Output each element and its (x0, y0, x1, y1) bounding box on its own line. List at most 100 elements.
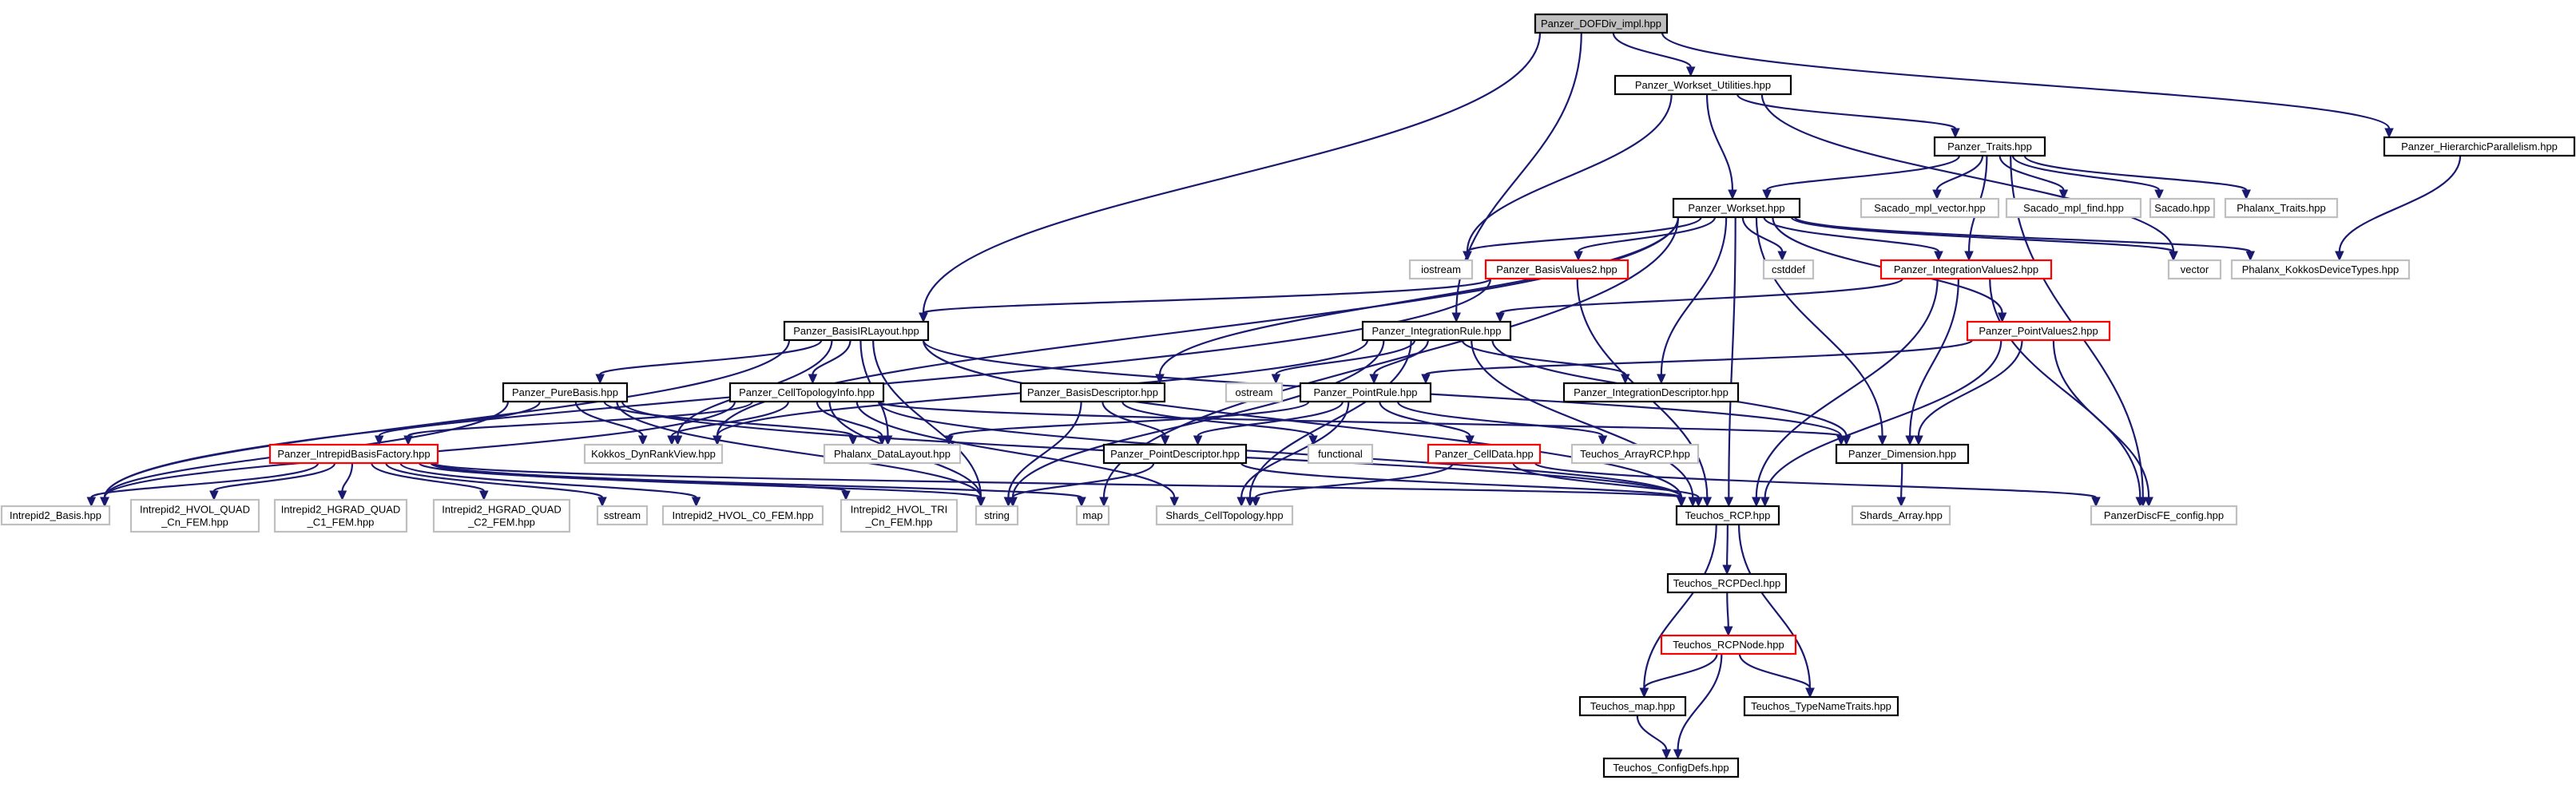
node-intrepid2-hvol-quad-cn-fem-hpp[interactable]: Intrepid2_HVOL_QUAD_Cn_FEM.hpp (129, 498, 260, 533)
node-phalanx-traits-hpp[interactable]: Phalanx_Traits.hpp (2224, 197, 2339, 219)
node-teuchos-rcp-hpp[interactable]: Teuchos_RCP.hpp (1675, 505, 1780, 526)
node-box[interactable] (2383, 136, 2576, 157)
node-teuchos-map-hpp[interactable]: Teuchos_map.hpp (1578, 695, 1687, 717)
node-box[interactable] (273, 498, 408, 533)
node-string[interactable]: string (974, 505, 1019, 526)
node-box[interactable] (129, 498, 260, 533)
node-functional[interactable]: functional (1307, 443, 1374, 465)
node-panzer-hierarchicparallelism-hpp[interactable]: Panzer_HierarchicParallelism.hpp (2383, 136, 2576, 157)
node-box[interactable] (839, 498, 959, 533)
node-box[interactable] (1361, 320, 1512, 342)
node-map[interactable]: map (1075, 505, 1110, 526)
node-intrepid2-hvol-c0-fem-hpp[interactable]: Intrepid2_HVOL_C0_FEM.hpp (661, 505, 824, 526)
node-box[interactable] (1879, 259, 2053, 280)
node-panzer-intrepidbasisfactory-hpp[interactable]: Panzer_IntrepidBasisFactory.hpp (268, 443, 439, 465)
node-panzer-workset-utilities-hpp[interactable]: Panzer_Workset_Utilities.hpp (1613, 74, 1792, 96)
node-panzer-celltopologyinfo-hpp[interactable]: Panzer_CellTopologyInfo.hpp (728, 382, 885, 403)
node-box[interactable] (2090, 505, 2238, 526)
node-box[interactable] (1307, 443, 1374, 465)
node-box[interactable] (1408, 259, 1474, 280)
node-box[interactable] (2224, 197, 2339, 219)
node-box[interactable] (1851, 505, 1951, 526)
node-box[interactable] (1155, 505, 1294, 526)
node-box[interactable] (1570, 443, 1700, 465)
node-iostream[interactable]: iostream (1408, 259, 1474, 280)
node-shards-celltopology-hpp[interactable]: Shards_CellTopology.hpp (1155, 505, 1294, 526)
node-box[interactable] (1534, 13, 1669, 34)
node-sstream[interactable]: sstream (596, 505, 649, 526)
node-panzer-integrationvalues2-hpp[interactable]: Panzer_IntegrationValues2.hpp (1879, 259, 2053, 280)
node-box[interactable] (583, 443, 724, 465)
node-vector[interactable]: vector (2167, 259, 2222, 280)
node-box[interactable] (1562, 382, 1740, 403)
node-box[interactable] (1762, 259, 1815, 280)
node-box[interactable] (2167, 259, 2222, 280)
node-panzer-traits-hpp[interactable]: Panzer_Traits.hpp (1933, 136, 2046, 157)
node-box[interactable] (1602, 757, 1740, 778)
node-box[interactable] (1484, 259, 1629, 280)
node-sacado-hpp[interactable]: Sacado.hpp (2149, 197, 2216, 219)
node-panzer-basisdescriptor-hpp[interactable]: Panzer_BasisDescriptor.hpp (1019, 382, 1166, 403)
node-box[interactable] (1299, 382, 1432, 403)
node-panzer-pointdescriptor-hpp[interactable]: Panzer_PointDescriptor.hpp (1102, 443, 1248, 465)
node-panzer-basisvalues2-hpp[interactable]: Panzer_BasisValues2.hpp (1484, 259, 1629, 280)
node-box[interactable] (974, 505, 1019, 526)
node-intrepid2-hgrad-quad-c1-fem-hpp[interactable]: Intrepid2_HGRAD_QUAD_C1_FEM.hpp (273, 498, 408, 533)
node-panzer-workset-hpp[interactable]: Panzer_Workset.hpp (1672, 197, 1801, 219)
node-box[interactable] (1933, 136, 2046, 157)
node-sacado-mpl-vector-hpp[interactable]: Sacado_mpl_vector.hpp (1860, 197, 2000, 219)
node-box[interactable] (823, 443, 962, 465)
node-panzer-basisirlayout-hpp[interactable]: Panzer_BasisIRLayout.hpp (783, 320, 930, 342)
node-panzer-integrationdescriptor-hpp[interactable]: Panzer_IntegrationDescriptor.hpp (1562, 382, 1740, 403)
node-intrepid2-hgrad-quad-c2-fem-hpp[interactable]: Intrepid2_HGRAD_QUAD_C2_FEM.hpp (432, 498, 571, 533)
node-panzer-pointrule-hpp[interactable]: Panzer_PointRule.hpp (1299, 382, 1432, 403)
node-box[interactable] (728, 382, 885, 403)
node-box[interactable] (1672, 197, 1801, 219)
node-shards-array-hpp[interactable]: Shards_Array.hpp (1851, 505, 1951, 526)
node-teuchos-arrayrcp-hpp[interactable]: Teuchos_ArrayRCP.hpp (1570, 443, 1700, 465)
node-box[interactable] (1102, 443, 1248, 465)
node-box[interactable] (1835, 443, 1970, 465)
node-panzer-celldata-hpp[interactable]: Panzer_CellData.hpp (1427, 443, 1542, 465)
node-box[interactable] (1427, 443, 1542, 465)
node-panzer-pointvalues2-hpp[interactable]: Panzer_PointValues2.hpp (1966, 320, 2111, 342)
node-cstddef[interactable]: cstddef (1762, 259, 1815, 280)
node-intrepid2-basis-hpp[interactable]: Intrepid2_Basis.hpp (0, 505, 111, 526)
node-box[interactable] (1966, 320, 2111, 342)
node-box[interactable] (2149, 197, 2216, 219)
node-box[interactable] (1613, 74, 1792, 96)
node-phalanx-datalayout-hpp[interactable]: Phalanx_DataLayout.hpp (823, 443, 962, 465)
node-box[interactable] (596, 505, 649, 526)
node-box[interactable] (1578, 695, 1687, 717)
node-ostream[interactable]: ostream (1224, 382, 1284, 403)
node-box[interactable] (0, 505, 111, 526)
node-panzer-dofdiv-impl-hpp[interactable]: Panzer_DOFDiv_impl.hpp (1534, 13, 1669, 34)
node-box[interactable] (2005, 197, 2142, 219)
node-box[interactable] (1675, 505, 1780, 526)
node-box[interactable] (1019, 382, 1166, 403)
node-kokkos-dynrankview-hpp[interactable]: Kokkos_DynRankView.hpp (583, 443, 724, 465)
node-box[interactable] (1224, 382, 1284, 403)
node-box[interactable] (1660, 634, 1797, 655)
node-box[interactable] (432, 498, 571, 533)
node-panzer-integrationrule-hpp[interactable]: Panzer_IntegrationRule.hpp (1361, 320, 1512, 342)
node-box[interactable] (1860, 197, 2000, 219)
node-box[interactable] (1666, 572, 1788, 594)
node-panzer-dimension-hpp[interactable]: Panzer_Dimension.hpp (1835, 443, 1970, 465)
node-box[interactable] (1743, 695, 1899, 717)
node-panzerdiscfe-config-hpp[interactable]: PanzerDiscFE_config.hpp (2090, 505, 2238, 526)
node-teuchos-typenametraits-hpp[interactable]: Teuchos_TypeNameTraits.hpp (1743, 695, 1899, 717)
node-box[interactable] (1075, 505, 1110, 526)
node-teuchos-rcpnode-hpp[interactable]: Teuchos_RCPNode.hpp (1660, 634, 1797, 655)
node-box[interactable] (502, 382, 629, 403)
node-box[interactable] (783, 320, 930, 342)
node-teuchos-configdefs-hpp[interactable]: Teuchos_ConfigDefs.hpp (1602, 757, 1740, 778)
node-teuchos-rcpdecl-hpp[interactable]: Teuchos_RCPDecl.hpp (1666, 572, 1788, 594)
node-phalanx-kokkosdevicetypes-hpp[interactable]: Phalanx_KokkosDeviceTypes.hpp (2230, 259, 2411, 280)
node-sacado-mpl-find-hpp[interactable]: Sacado_mpl_find.hpp (2005, 197, 2142, 219)
node-intrepid2-hvol-tri-cn-fem-hpp[interactable]: Intrepid2_HVOL_TRI_Cn_FEM.hpp (839, 498, 959, 533)
node-box[interactable] (2230, 259, 2411, 280)
node-panzer-purebasis-hpp[interactable]: Panzer_PureBasis.hpp (502, 382, 629, 403)
node-box[interactable] (661, 505, 824, 526)
node-box[interactable] (268, 443, 439, 465)
